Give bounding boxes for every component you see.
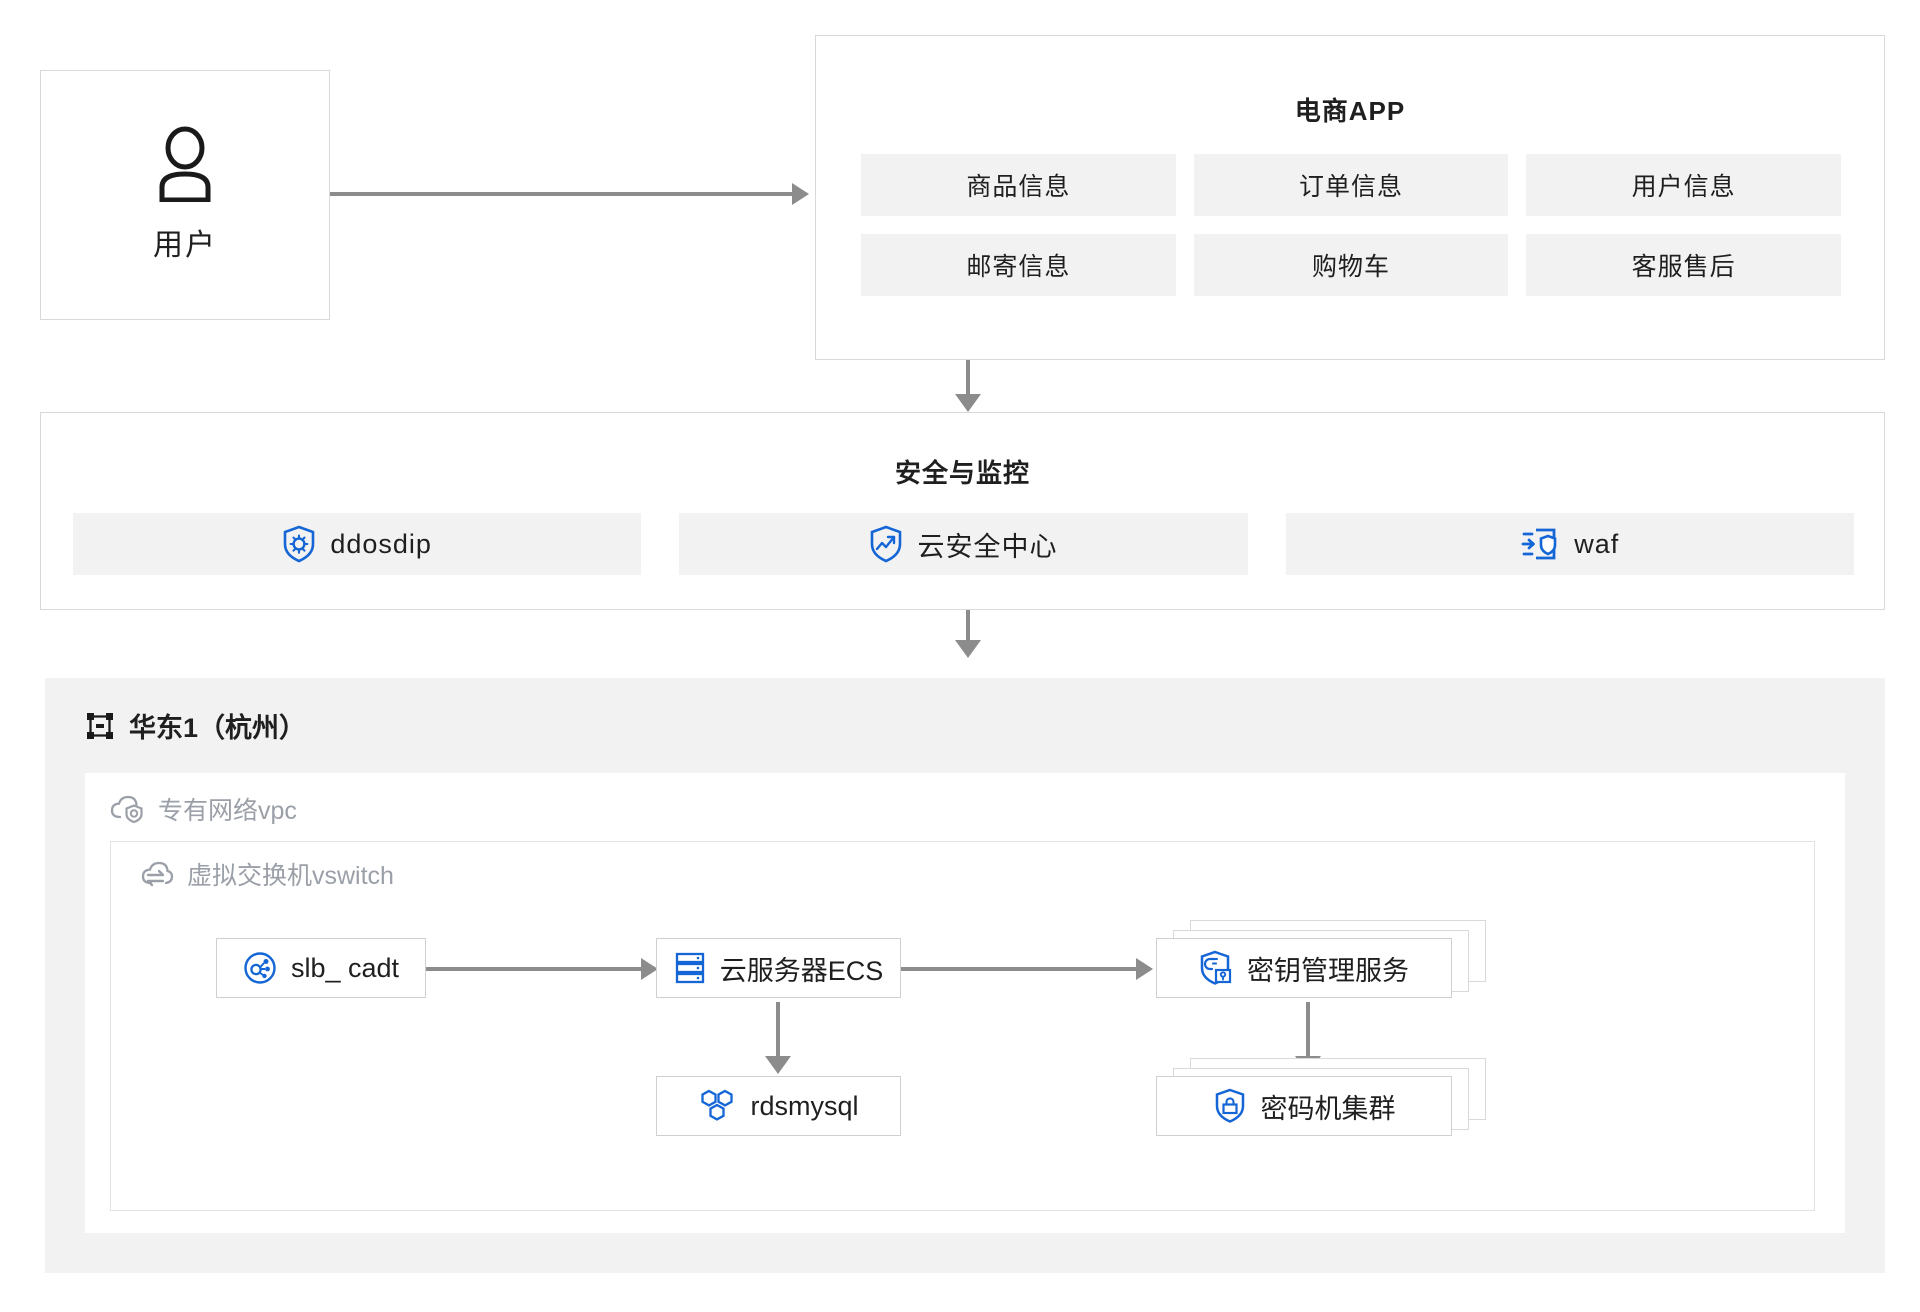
- vpc-header: 专有网络vpc: [110, 791, 297, 827]
- shield-key-icon: [1199, 949, 1233, 987]
- shield-bug-icon: [282, 525, 316, 563]
- region-header: 华东1（杭州）: [85, 706, 306, 745]
- node-label: 密码机集群: [1260, 1093, 1396, 1124]
- vpc-label: 专有网络vpc: [158, 797, 297, 825]
- user-icon: [154, 126, 216, 202]
- connector-security-to-region-arrowhead: [955, 640, 981, 658]
- app-tile-order-info[interactable]: 订单信息: [1193, 154, 1509, 216]
- ecommerce-app-container: 电商APP 商品信息 订单信息 用户信息 邮寄信息 购物车 客服售后: [815, 35, 1885, 360]
- node-label: rdsmysql: [750, 1090, 859, 1121]
- app-tile-customer-service[interactable]: 客服售后: [1526, 234, 1841, 296]
- security-item-waf[interactable]: waf: [1285, 513, 1854, 575]
- security-item-cloud-security-center[interactable]: 云安全中心: [679, 513, 1248, 575]
- connector-user-to-app: [330, 192, 792, 196]
- connector-ecs-to-rds-arrowhead: [765, 1056, 791, 1074]
- cloud-shield-icon: [110, 794, 146, 824]
- security-items-grid: ddosdip 云安全中心: [73, 513, 1854, 575]
- connector-app-to-security: [966, 360, 970, 396]
- connector-ecs-to-kms-arrowhead: [1136, 958, 1153, 980]
- region-label: 华东1（杭州）: [129, 713, 307, 743]
- security-item-ddosdip[interactable]: ddosdip: [73, 513, 642, 575]
- connector-app-to-security-arrowhead: [955, 394, 981, 412]
- app-title: 电商APP: [1294, 96, 1406, 126]
- security-title: 安全与监控: [894, 458, 1030, 488]
- security-item-label: 云安全中心: [917, 531, 1058, 562]
- node-hsm-cluster[interactable]: 密码机集群: [1156, 1076, 1452, 1136]
- cloud-switch-icon: [139, 859, 175, 889]
- node-key-management-service[interactable]: 密钥管理服务: [1156, 938, 1452, 998]
- node-label: slb_ cadt: [290, 952, 400, 983]
- connector-slb-to-ecs-arrowhead: [641, 958, 658, 980]
- vswitch-container: 虚拟交换机vswitch: [110, 841, 1815, 1211]
- app-tile-grid: 商品信息 订单信息 用户信息 邮寄信息 购物车 客服售后: [861, 154, 1841, 296]
- security-item-label: waf: [1574, 528, 1620, 559]
- connector-kms-to-hsm: [1306, 1002, 1310, 1058]
- user-node[interactable]: 用户: [40, 70, 330, 320]
- hexagon-cluster-icon: [698, 1089, 736, 1123]
- vswitch-header: 虚拟交换机vswitch: [139, 856, 394, 892]
- node-slb-cadt[interactable]: slb_ cadt: [216, 938, 426, 998]
- node-label: 密钥管理服务: [1247, 955, 1409, 986]
- user-label: 用户: [153, 229, 217, 262]
- shield-chart-icon: [869, 525, 903, 563]
- region-container: 华东1（杭州） 专有网络vpc: [45, 678, 1885, 1273]
- node-cloud-server-ecs[interactable]: 云服务器ECS: [656, 938, 901, 998]
- region-grid-icon: [85, 711, 115, 741]
- connector-slb-to-ecs: [421, 967, 641, 971]
- app-tile-user-info[interactable]: 用户信息: [1526, 154, 1841, 216]
- node-label: 云服务器ECS: [719, 955, 884, 986]
- connector-ecs-to-rds: [776, 1002, 780, 1058]
- vswitch-label: 虚拟交换机vswitch: [187, 862, 394, 890]
- security-monitoring-container: 安全与监控 ddosdip: [40, 412, 1885, 610]
- firewall-shield-icon: [1520, 526, 1560, 562]
- connector-ecs-to-kms: [901, 967, 1136, 971]
- app-tile-shopping-cart[interactable]: 购物车: [1193, 234, 1509, 296]
- load-balancer-icon: [243, 951, 277, 985]
- security-item-label: ddosdip: [330, 528, 432, 559]
- node-rdsmysql[interactable]: rdsmysql: [656, 1076, 901, 1136]
- app-tile-shipping-info[interactable]: 邮寄信息: [861, 234, 1176, 296]
- shield-lock-icon: [1213, 1087, 1247, 1125]
- server-stack-icon: [674, 951, 706, 985]
- app-tile-product-info[interactable]: 商品信息: [861, 154, 1176, 216]
- connector-security-to-region: [966, 610, 970, 642]
- vpc-container: 专有网络vpc 虚拟交换机vswitch: [85, 773, 1845, 1233]
- connector-user-to-app-arrowhead: [792, 183, 809, 205]
